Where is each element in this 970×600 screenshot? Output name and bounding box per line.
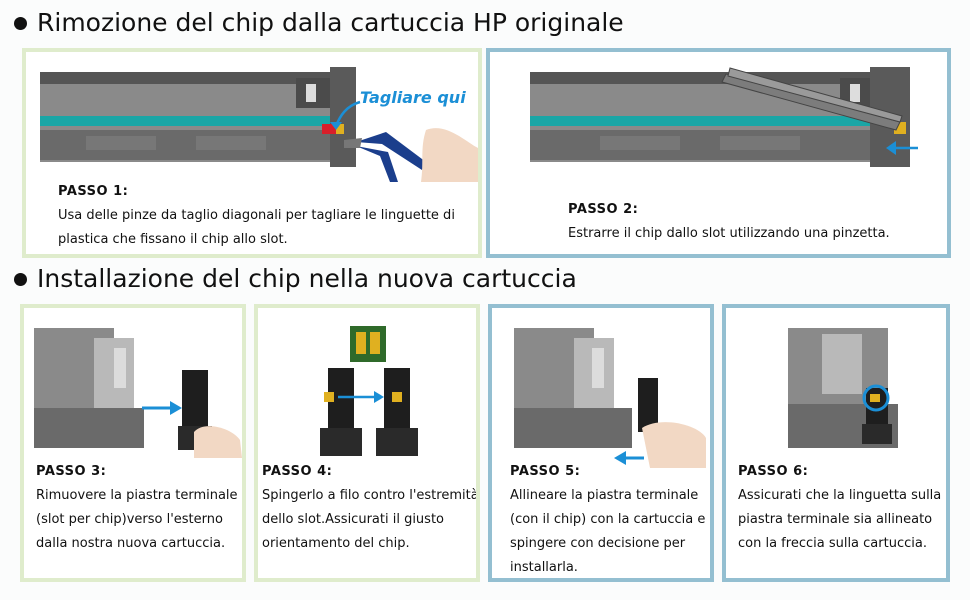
chip-insert-illustration — [320, 326, 418, 456]
cut-arrow-icon — [330, 100, 361, 130]
step6-title: PASSO 6: — [738, 464, 809, 479]
step4-panel: PASSO 4: Spingerlo a filo contro l'estre… — [254, 304, 480, 582]
step4-line-1: Spingerlo a filo contro l'estremità — [262, 488, 479, 503]
step5-line-1: Allineare la piastra terminale — [510, 488, 699, 503]
step3-line-2: (slot per chip)verso l'esterno — [36, 512, 223, 527]
step1-panel: Tagliare qui PASSO 1: Usa delle pinze da… — [22, 48, 482, 258]
cartridge-cut-illustration — [40, 67, 478, 182]
step6-line-1: Assicurati che la linguetta sulla — [738, 488, 942, 503]
section-title-install: Installazione del chip nella nuova cartu… — [14, 264, 577, 294]
step5-line-4: installarla. — [510, 560, 578, 575]
step3-panel: PASSO 3: Rimuovere la piastra terminale … — [20, 304, 246, 582]
step3-text: PASSO 3: Rimuovere la piastra terminale … — [36, 460, 238, 556]
step6-line-3: con la freccia sulla cartuccia. — [738, 536, 927, 551]
step5-title: PASSO 5: — [510, 464, 581, 479]
step6-panel: PASSO 6: Assicurati che la linguetta sul… — [722, 304, 950, 582]
step6-text: PASSO 6: Assicurati che la linguetta sul… — [738, 460, 941, 556]
step5-panel: PASSO 5: Allineare la piastra terminale … — [488, 304, 714, 582]
tab-alignment-illustration — [788, 328, 898, 448]
bullet-icon — [14, 272, 27, 286]
step1-line-2: plastica che fissano il chip allo slot. — [58, 232, 288, 247]
end-plate-removal-illustration — [34, 328, 242, 458]
plate-install-illustration — [514, 328, 706, 468]
cut-here-label: Tagliare qui — [360, 88, 466, 107]
step5-text: PASSO 5: Allineare la piastra terminale … — [510, 460, 706, 578]
left-arrow-icon — [886, 141, 918, 155]
bullet-icon — [14, 16, 27, 30]
step1-line-1: Usa delle pinze da taglio diagonali per … — [58, 208, 455, 223]
step1-text: PASSO 1: Usa delle pinze da taglio diago… — [58, 180, 455, 252]
step5-line-3: spingere con decisione per — [510, 536, 686, 551]
step3-title: PASSO 3: — [36, 464, 107, 479]
step4-line-3: orientamento del chip. — [262, 536, 410, 551]
step3-line-1: Rimuovere la piastra terminale — [36, 488, 238, 503]
section-title-install-text: Installazione del chip nella nuova cartu… — [37, 264, 577, 293]
section-title-removal-text: Rimozione del chip dalla cartuccia HP or… — [37, 8, 624, 37]
step1-title: PASSO 1: — [58, 184, 129, 199]
step2-panel: PASSO 2: Estrarre il chip dallo slot uti… — [486, 48, 951, 258]
step2-text: PASSO 2: Estrarre il chip dallo slot uti… — [568, 198, 890, 246]
cartridge-tweezers-illustration — [530, 67, 910, 167]
step2-title: PASSO 2: — [568, 202, 639, 217]
step5-line-2: (con il chip) con la cartuccia e — [510, 512, 706, 527]
step3-line-3: dalla nostra nuova cartuccia. — [36, 536, 226, 551]
step4-title: PASSO 4: — [262, 464, 333, 479]
step4-text: PASSO 4: Spingerlo a filo contro l'estre… — [262, 460, 479, 556]
step2-line-1: Estrarre il chip dallo slot utilizzando … — [568, 226, 890, 241]
section-title-removal: Rimozione del chip dalla cartuccia HP or… — [14, 8, 624, 38]
step4-line-2: dello slot.Assicurati il giusto — [262, 512, 444, 527]
step6-line-2: piastra terminale sia allineato — [738, 512, 933, 527]
